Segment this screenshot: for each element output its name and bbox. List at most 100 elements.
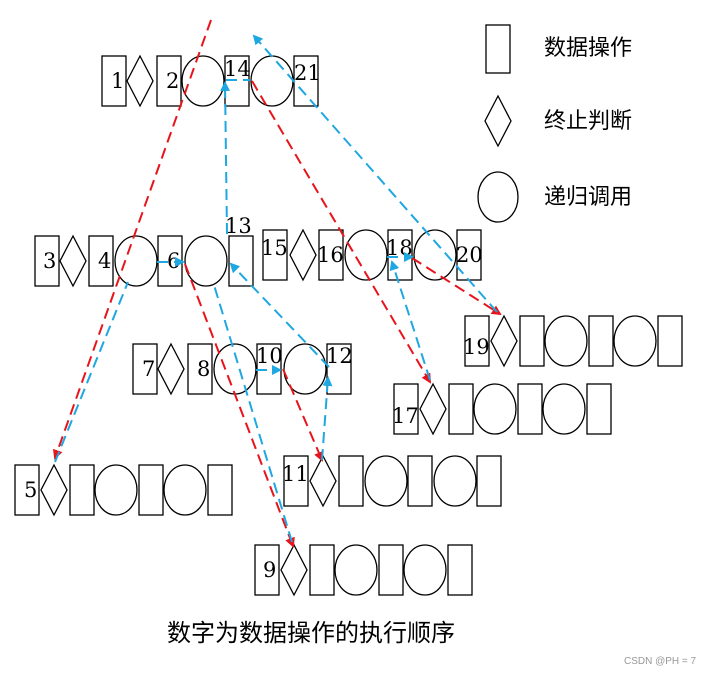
recursive-call-circle: [181, 55, 225, 107]
node-label: 9: [263, 558, 276, 582]
recursive-call-circle: [403, 544, 447, 596]
data-op-box: [34, 235, 60, 287]
return-arrow: [54, 281, 129, 463]
recursive-call-circle: [613, 315, 657, 367]
legend-termination-label: 终止判断: [544, 109, 632, 134]
data-op-box: [88, 235, 114, 287]
node-label: 1: [111, 69, 124, 93]
legend-recursive-call-label: 递归调用: [544, 185, 632, 210]
watermark: CSDN @PH = 7: [624, 656, 697, 667]
node-label: 14: [224, 57, 251, 81]
recursive-call-circle: [213, 343, 257, 395]
node-label: 7: [142, 357, 155, 381]
data-op-box: [187, 343, 213, 395]
call-arrow: [251, 80, 432, 384]
recursive-call-circle: [413, 229, 457, 281]
return-arrow: [229, 262, 330, 368]
termination-diamond: [40, 463, 68, 517]
data-op-box: [588, 315, 614, 367]
node-label: 6: [167, 249, 180, 273]
level-2-middle-group: 7 8 10 12: [132, 342, 353, 396]
data-op-box: [262, 229, 288, 281]
return-arrow: [220, 81, 231, 235]
data-op-box: [338, 455, 364, 507]
data-op-box: [293, 55, 319, 107]
data-op-box: [586, 383, 612, 435]
leaf-17-group: 17: [392, 382, 612, 436]
legend-termination-diamond: [484, 94, 512, 148]
data-op-box: [448, 383, 474, 435]
data-op-box: [393, 383, 419, 435]
caption: 数字为数据操作的执行顺序: [167, 619, 455, 647]
recursive-call-circle: [163, 464, 207, 516]
node-label: 3: [43, 249, 56, 273]
recursive-call-circle: [473, 383, 517, 435]
termination-diamond: [280, 543, 308, 597]
data-op-box: [407, 455, 433, 507]
return-arrow: [213, 284, 293, 543]
node-label: 15: [261, 236, 288, 260]
node-label: 17: [392, 404, 419, 428]
data-op-box: [254, 544, 280, 596]
data-op-box: [14, 464, 40, 516]
data-op-box: [464, 315, 490, 367]
leaf-5-group: 5: [14, 463, 233, 517]
data-op-box: [101, 55, 127, 107]
termination-diamond: [157, 342, 185, 396]
leaf-9-group: 9: [254, 543, 473, 597]
node-label: 2: [166, 69, 179, 93]
recursive-call-circle: [184, 235, 228, 287]
node-label: 5: [24, 478, 37, 502]
recursive-call-circle: [544, 315, 588, 367]
recursive-call-circle: [344, 229, 388, 281]
node-label: 20: [456, 243, 483, 267]
legend-data-op-label: 数据操作: [544, 36, 632, 61]
recursive-call-circle: [114, 235, 158, 287]
call-arrow: [52, 19, 212, 460]
leaf-19-group: 19: [463, 314, 683, 368]
data-op-box: [318, 229, 344, 281]
termination-diamond: [126, 54, 154, 108]
legend: 数据操作 终止判断 递归调用: [477, 24, 632, 223]
recursive-call-circle: [250, 55, 294, 107]
data-op-box: [309, 544, 335, 596]
recursive-call-circle: [364, 455, 408, 507]
data-op-box: [156, 55, 182, 107]
termination-diamond: [490, 314, 518, 368]
node-label: 8: [197, 357, 210, 381]
node-label: 13: [225, 214, 252, 238]
data-op-box: [476, 455, 502, 507]
node-label: 11: [282, 462, 309, 486]
recursive-call-circle: [334, 544, 378, 596]
recursive-call-circle: [542, 383, 586, 435]
node-label: 19: [463, 335, 490, 359]
data-op-box: [69, 464, 95, 516]
recursive-call-circle: [94, 464, 138, 516]
level-1-left-group: 3 4 6 13: [34, 214, 254, 288]
node-label: 12: [326, 344, 353, 368]
termination-diamond: [59, 234, 87, 288]
data-op-box: [228, 235, 254, 287]
return-arrow: [389, 260, 431, 381]
termination-diamond: [289, 228, 317, 282]
node-label: 21: [294, 61, 321, 85]
node-label: 16: [317, 243, 344, 267]
data-op-box: [519, 315, 545, 367]
level-0-group: 1 2 14 21: [101, 54, 321, 108]
data-op-box: [283, 455, 309, 507]
return-arrow: [252, 34, 498, 313]
termination-diamond: [309, 454, 337, 508]
legend-recursive-call-circle: [477, 171, 519, 223]
legend-data-op-box: [485, 24, 511, 74]
data-op-box: [447, 544, 473, 596]
data-op-box: [138, 464, 164, 516]
termination-diamond: [419, 382, 447, 436]
node-label: 10: [256, 344, 283, 368]
leaf-11-group: 11: [282, 454, 502, 508]
level-1-right-group: 15 16 18 20: [261, 228, 483, 282]
recursive-call-circle: [433, 455, 477, 507]
data-op-box: [378, 544, 404, 596]
data-op-box: [657, 315, 683, 367]
data-op-box: [207, 464, 233, 516]
